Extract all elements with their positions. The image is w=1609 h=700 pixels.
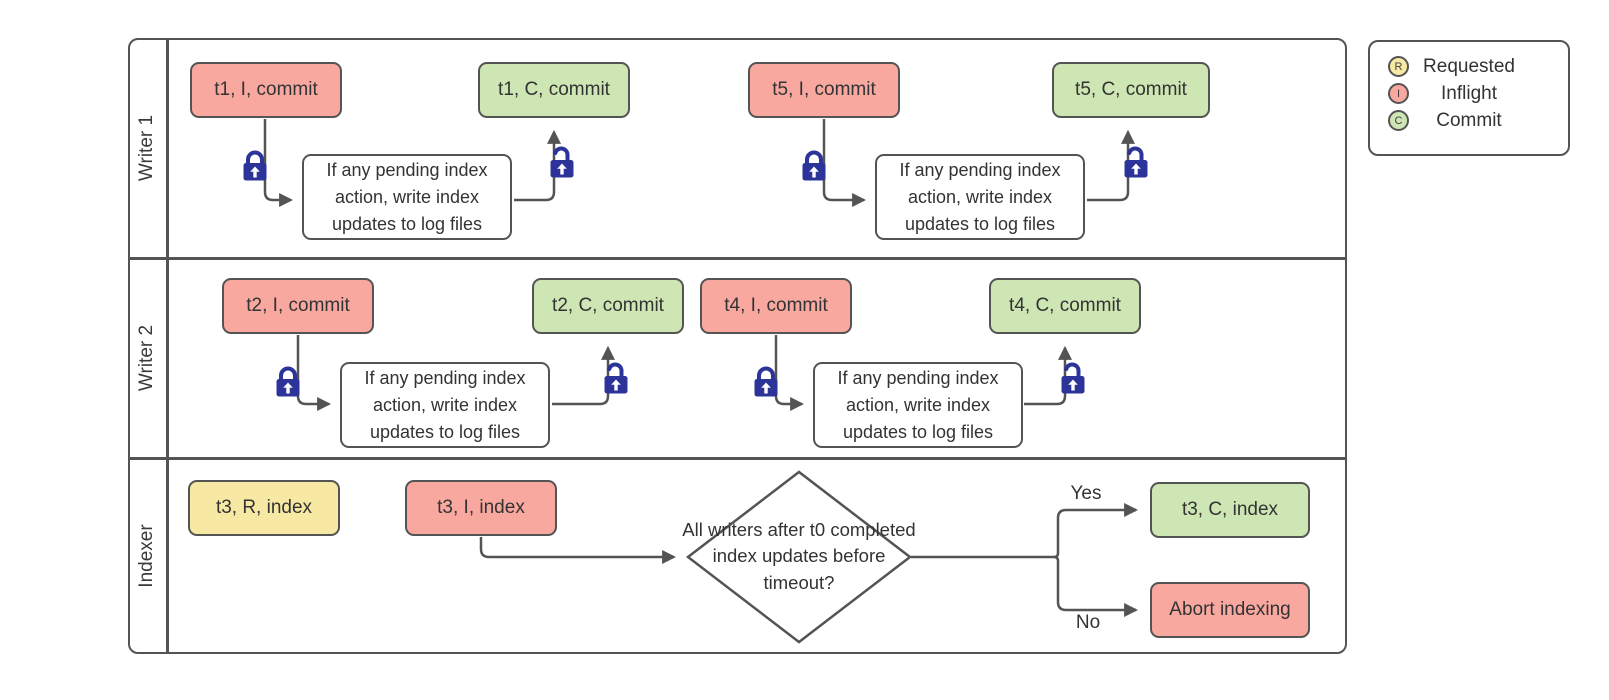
node-t3-commit: t3, C, index <box>1150 482 1310 538</box>
note-pending-index-w1b: If any pending index action, write index… <box>875 154 1085 240</box>
legend-item-inflight: I Inflight <box>1370 82 1568 108</box>
node-t2-inflight: t2, I, commit <box>222 278 374 334</box>
lane-divider-1 <box>128 257 1347 260</box>
node-t4-commit: t4, C, commit <box>989 278 1141 334</box>
open-lock-icon <box>547 146 577 180</box>
open-lock-icon <box>601 362 631 396</box>
node-t5-commit: t5, C, commit <box>1052 62 1210 118</box>
inflight-state-icon: I <box>1388 83 1409 104</box>
lane-divider-2 <box>128 457 1347 460</box>
lane-header-divider <box>166 38 169 654</box>
node-t1-commit: t1, C, commit <box>478 62 630 118</box>
closed-lock-icon <box>240 149 270 183</box>
open-lock-icon <box>1058 362 1088 396</box>
swimlane-pool <box>128 38 1347 654</box>
closed-lock-icon <box>751 365 781 399</box>
closed-lock-icon <box>799 149 829 183</box>
legend-item-requested: R Requested <box>1370 55 1568 81</box>
legend-item-commit: C Commit <box>1370 109 1568 135</box>
commit-state-icon: C <box>1388 110 1409 131</box>
requested-state-icon: R <box>1388 56 1409 77</box>
edge-label-no: No <box>1075 612 1101 633</box>
legend: R Requested I Inflight C Commit <box>1368 40 1570 156</box>
node-t5-inflight: t5, I, commit <box>748 62 900 118</box>
legend-label: Inflight <box>1441 83 1497 104</box>
node-t3-requested: t3, R, index <box>188 480 340 536</box>
decision-label: All writers after t0 completed index upd… <box>682 519 916 593</box>
node-t1-inflight: t1, I, commit <box>190 62 342 118</box>
edge-label-yes: Yes <box>1070 483 1102 504</box>
node-t2-commit: t2, C, commit <box>532 278 684 334</box>
lane-label-writer2: Writer 2 <box>136 324 157 392</box>
note-pending-index-w2b: If any pending index action, write index… <box>813 362 1023 448</box>
legend-label: Requested <box>1423 56 1515 77</box>
lane-label-writer1: Writer 1 <box>136 114 157 182</box>
closed-lock-icon <box>273 365 303 399</box>
node-t4-inflight: t4, I, commit <box>700 278 852 334</box>
open-lock-icon <box>1121 146 1151 180</box>
note-pending-index-w2a: If any pending index action, write index… <box>340 362 550 448</box>
node-abort-indexing: Abort indexing <box>1150 582 1310 638</box>
lane-label-indexer: Indexer <box>136 524 157 588</box>
node-t3-inflight: t3, I, index <box>405 480 557 536</box>
note-pending-index-w1a: If any pending index action, write index… <box>302 154 512 240</box>
legend-label: Commit <box>1436 110 1502 131</box>
